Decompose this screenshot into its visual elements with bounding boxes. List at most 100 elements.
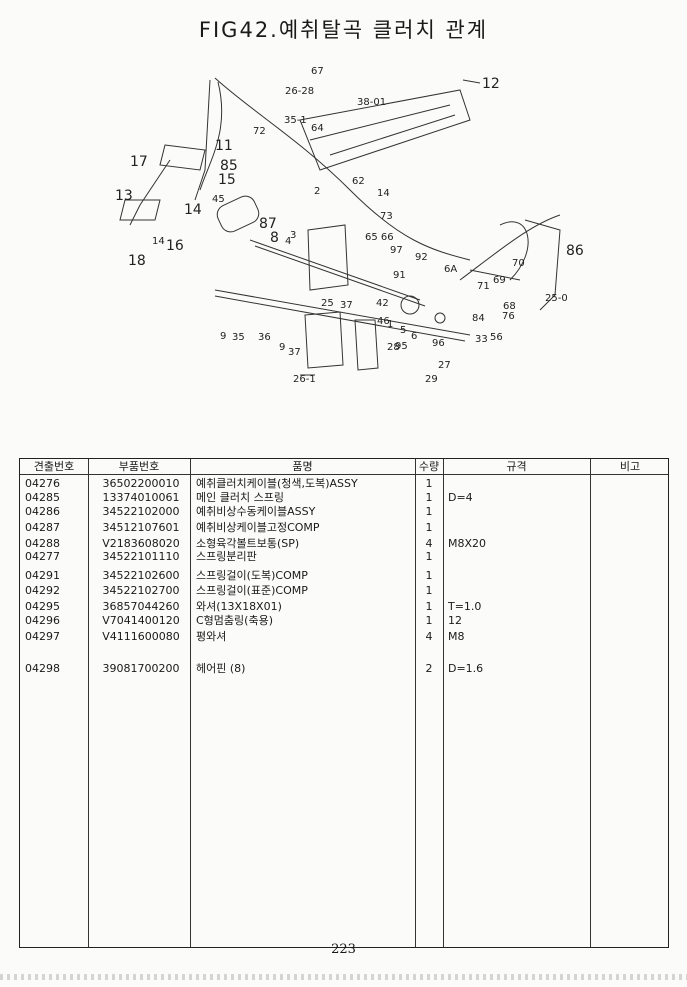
qty-cell: 1: [425, 477, 433, 490]
svg-text:45: 45: [212, 194, 225, 205]
seq-cell: 04291: [25, 569, 60, 582]
svg-text:26-1: 26-1: [293, 374, 316, 385]
svg-text:4: 4: [285, 236, 291, 247]
svg-text:65 66: 65 66: [365, 232, 394, 243]
part-no-cell: 34522102700: [102, 584, 180, 597]
qty-cell: 1: [425, 600, 433, 613]
svg-text:12: 12: [482, 76, 500, 92]
svg-text:8: 8: [270, 230, 279, 246]
svg-text:91: 91: [393, 270, 406, 281]
qty-cell: 2: [425, 662, 433, 675]
parts-table: 견출번호 부품번호 품명 수량 규격 비고 04276 36502200010 …: [19, 458, 669, 948]
qty-cell: 1: [425, 521, 433, 534]
seq-cell: 04288: [25, 537, 60, 550]
svg-text:70: 70: [512, 258, 525, 269]
svg-text:27: 27: [438, 360, 451, 371]
name-cell: 스프링걸이(표준)COMP: [196, 584, 308, 597]
svg-text:85: 85: [220, 158, 238, 174]
svg-text:56: 56: [490, 332, 503, 343]
svg-text:73: 73: [380, 211, 393, 222]
part-no-cell: 36857044260: [102, 600, 180, 613]
svg-text:72: 72: [253, 126, 266, 137]
qty-cell: 1: [425, 584, 433, 597]
svg-text:25: 25: [321, 298, 334, 309]
svg-text:5: 5: [400, 325, 406, 336]
seq-cell: 04295: [25, 600, 60, 613]
svg-text:42: 42: [376, 298, 389, 309]
spec-cell: M8X20: [448, 537, 487, 550]
svg-text:6: 6: [411, 331, 417, 342]
seq-cell: 04277: [25, 550, 60, 563]
qty-cell: 4: [425, 630, 433, 643]
header-spec: 규격: [506, 460, 527, 473]
svg-text:84: 84: [472, 313, 485, 324]
svg-text:14: 14: [377, 188, 390, 199]
svg-text:95: 95: [395, 341, 408, 352]
svg-text:35-1: 35-1: [284, 115, 307, 126]
svg-text:37: 37: [288, 347, 301, 358]
svg-text:6A: 6A: [444, 264, 457, 275]
scan-artifact-edge: [0, 974, 687, 980]
name-cell: 메인 클러치 스프링: [196, 491, 284, 504]
header-name: 품명: [292, 460, 313, 473]
spec-cell: T=1.0: [448, 600, 482, 613]
svg-text:46: 46: [377, 316, 390, 327]
qty-cell: 1: [425, 614, 433, 627]
seq-cell: 04292: [25, 584, 60, 597]
name-cell: 예취클러치케이블(청색,도복)ASSY: [196, 477, 358, 490]
table-row: 04285 13374010061 메인 클러치 스프링 1 D=4: [20, 491, 668, 505]
part-no-cell: 39081700200: [102, 662, 180, 675]
part-no-cell: V2183608020: [102, 537, 180, 550]
svg-text:9: 9: [279, 342, 285, 353]
svg-text:25-0: 25-0: [545, 293, 568, 304]
name-cell: 스프링걸이(도복)COMP: [196, 569, 308, 582]
svg-text:64: 64: [311, 123, 324, 134]
svg-text:16: 16: [166, 238, 184, 254]
svg-text:18: 18: [128, 253, 146, 269]
svg-text:15: 15: [218, 172, 236, 188]
svg-text:62: 62: [352, 176, 365, 187]
spec-cell: D=1.6: [448, 662, 484, 675]
part-no-cell: V7041400120: [102, 614, 180, 627]
part-no-cell: V4111600080: [102, 630, 180, 643]
svg-text:14: 14: [152, 236, 165, 247]
svg-text:29: 29: [425, 374, 438, 385]
seq-cell: 04296: [25, 614, 60, 627]
svg-text:28: 28: [387, 342, 400, 353]
part-no-cell: 36502200010: [102, 477, 180, 490]
seq-cell: 04297: [25, 630, 60, 643]
svg-text:36: 36: [258, 332, 271, 343]
seq-cell: 04285: [25, 491, 60, 504]
part-no-cell: 34522101110: [102, 550, 180, 563]
table-row: 04297 V4111600080 평와셔 4 M8: [20, 630, 668, 644]
svg-text:86: 86: [566, 243, 584, 259]
svg-text:96: 96: [432, 338, 445, 349]
qty-cell: 1: [425, 550, 433, 563]
spec-cell: M8: [448, 630, 465, 643]
part-no-cell: 13374010061: [102, 491, 180, 504]
seq-cell: 04287: [25, 521, 60, 534]
name-cell: C형멈춤링(축용): [196, 614, 273, 627]
spec-cell: 12: [448, 614, 462, 627]
table-row: 04286 34522102000 예취비상수동케이블ASSY 1: [20, 505, 668, 519]
svg-text:37: 37: [340, 300, 353, 311]
name-cell: 평와셔: [196, 630, 227, 643]
svg-text:17: 17: [130, 154, 148, 170]
table-row: 04277 34522101110 스프링분리판 1: [20, 550, 668, 564]
page-title: FIG42.예취탈곡 클러치 관계: [198, 18, 489, 42]
table-row: 04298 39081700200 헤어핀 (8) 2 D=1.6: [20, 662, 668, 676]
svg-text:38-01: 38-01: [357, 97, 386, 108]
svg-text:71: 71: [477, 281, 490, 292]
part-no-cell: 34522102600: [102, 569, 180, 582]
qty-cell: 4: [425, 537, 433, 550]
name-cell: 스프링분리판: [196, 550, 257, 563]
svg-text:92: 92: [415, 252, 428, 263]
part-no-cell: 34522102000: [102, 505, 180, 518]
svg-text:2: 2: [314, 186, 320, 197]
page-number: 223: [331, 942, 356, 957]
seq-cell: 04286: [25, 505, 60, 518]
svg-text:97: 97: [390, 245, 403, 256]
table-row: 04287 34512107601 예취비상케이블고정COMP 1: [20, 521, 668, 535]
svg-text:1: 1: [387, 319, 393, 330]
header-part-no: 부품번호: [118, 460, 160, 473]
